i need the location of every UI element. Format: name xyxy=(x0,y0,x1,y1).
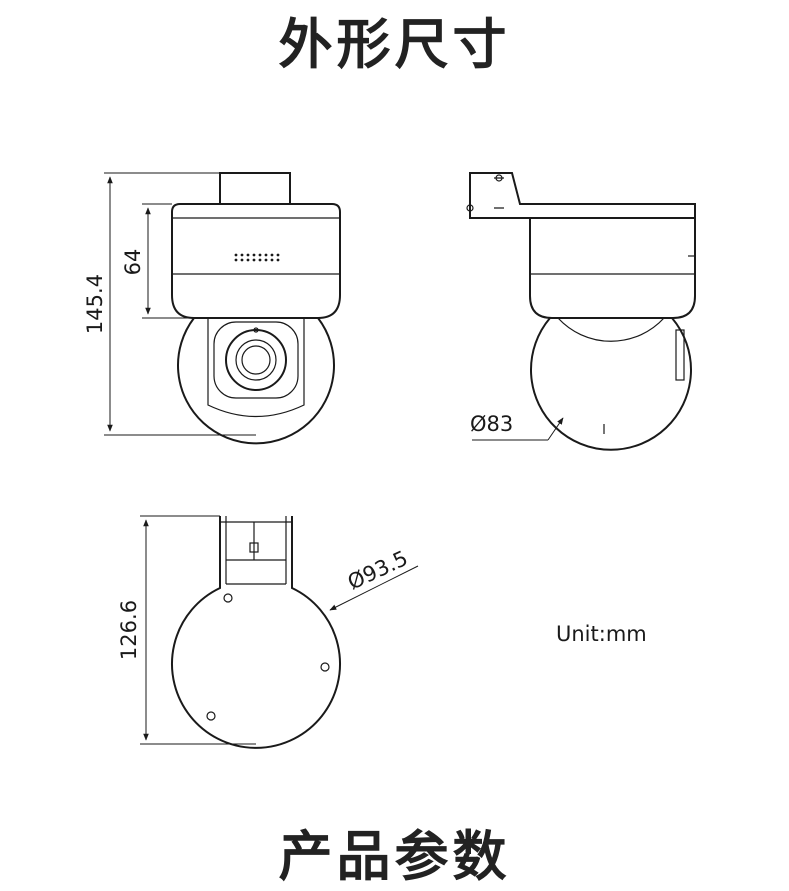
side-ball xyxy=(530,317,692,451)
bottom-view xyxy=(171,516,341,749)
screw-hole xyxy=(223,593,233,603)
front-mount-block xyxy=(219,172,291,205)
section-title-parameters: 产品参数 xyxy=(278,825,511,888)
screw-hole xyxy=(320,662,330,672)
dim-ball-diameter: Ø83 xyxy=(470,412,513,436)
dim-head-height: 64 xyxy=(121,249,145,276)
front-lens-window xyxy=(207,318,305,418)
side-dimension-lines xyxy=(472,417,564,441)
front-ball xyxy=(177,317,335,445)
side-bracket xyxy=(469,172,696,219)
side-port xyxy=(675,329,685,381)
side-ball-inner xyxy=(557,317,665,342)
front-lens-surround xyxy=(213,321,299,399)
front-lens-ring xyxy=(235,339,277,381)
unit-label: Unit:mm xyxy=(556,622,647,646)
front-dimension-lines xyxy=(104,172,256,436)
dim-total-height: 145.4 xyxy=(83,274,107,334)
front-lens-inner xyxy=(241,345,271,375)
side-view xyxy=(466,172,696,451)
screw-hole xyxy=(206,711,216,721)
dim-plate-diameter: Ø93.5 xyxy=(344,546,412,595)
section-title-dimensions: 外形尺寸 xyxy=(278,13,511,76)
side-housing xyxy=(529,217,696,319)
front-view xyxy=(171,172,341,445)
technical-drawing: 145.4 64 Ø83 xyxy=(83,172,696,749)
bottom-plate xyxy=(171,516,341,749)
front-lens-outer xyxy=(225,329,287,391)
front-upper-housing xyxy=(171,203,341,319)
bottom-dimension-lines xyxy=(140,515,419,745)
front-mic-holes xyxy=(234,253,280,262)
dim-bottom-height: 126.6 xyxy=(117,600,141,660)
